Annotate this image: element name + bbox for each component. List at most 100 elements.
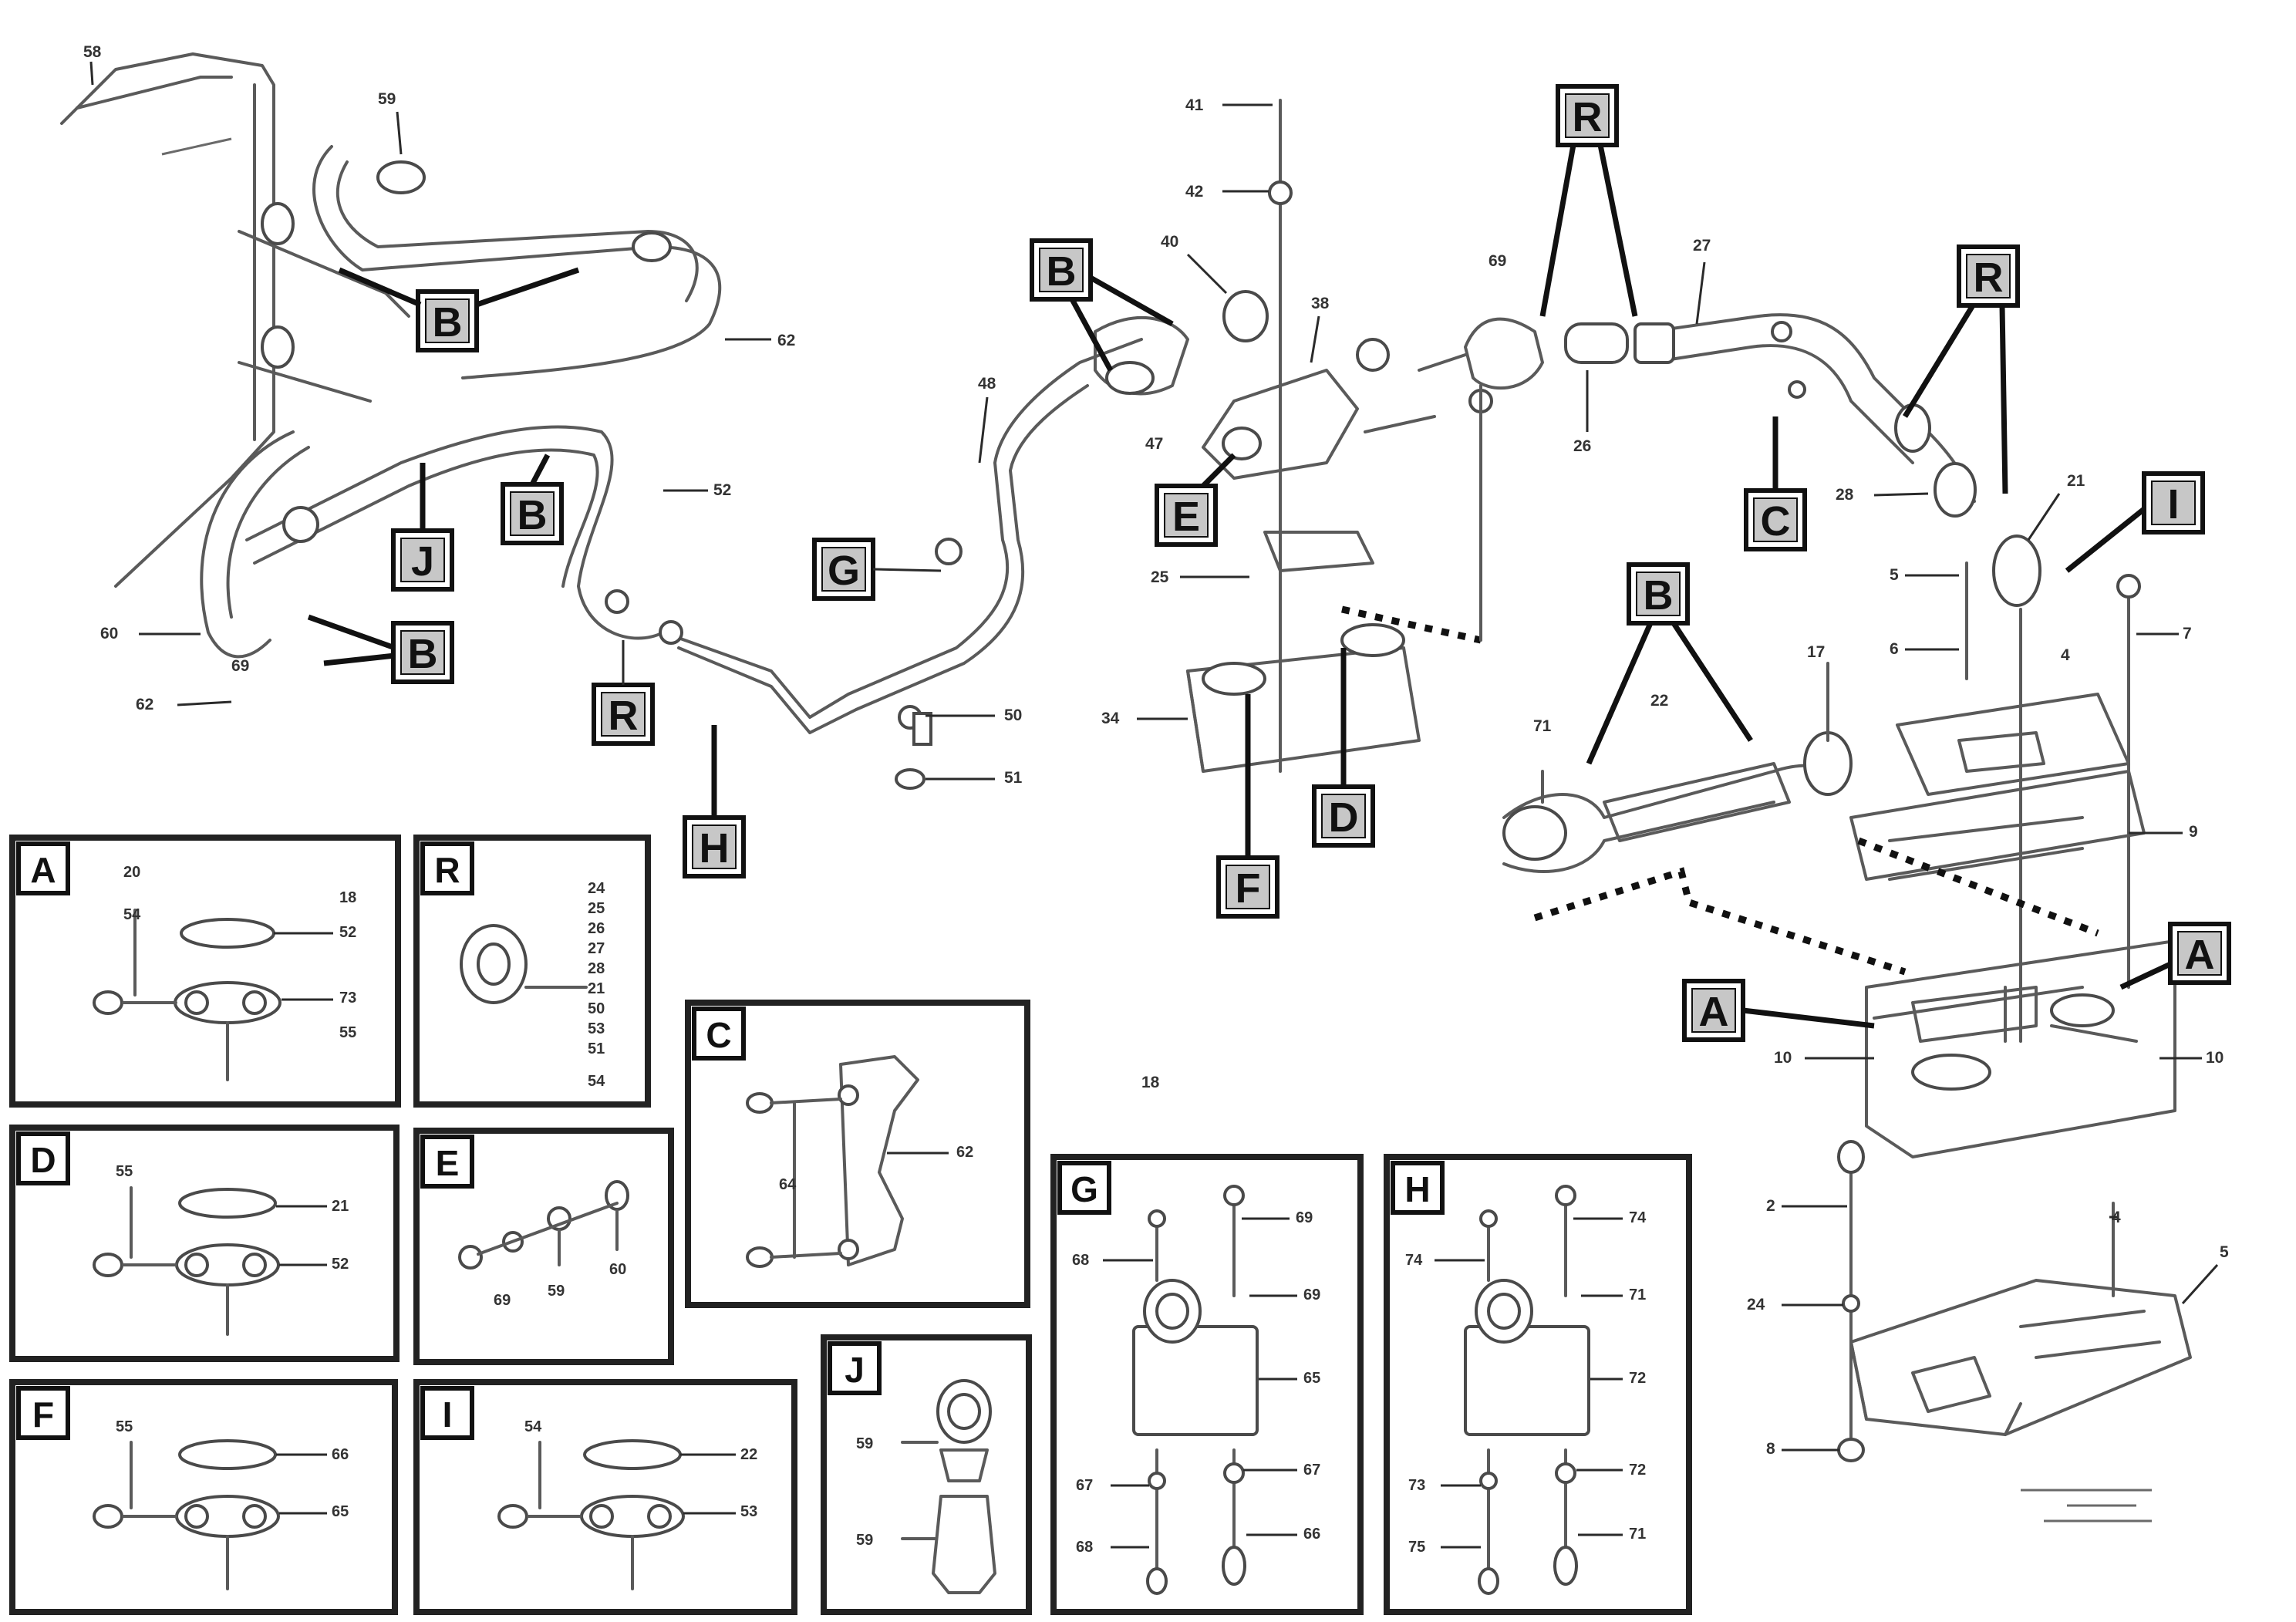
drawing-reference xyxy=(2021,1489,2152,1523)
svg-text:A: A xyxy=(1699,989,1729,1035)
callout-r-right: R xyxy=(1903,244,2020,494)
svg-text:A: A xyxy=(2185,932,2215,978)
svg-text:5: 5 xyxy=(1890,566,1899,584)
svg-text:72: 72 xyxy=(1629,1370,1646,1387)
callout-f: F xyxy=(1216,694,1279,919)
callout-a-left: A xyxy=(1682,979,1875,1042)
svg-text:D: D xyxy=(30,1140,56,1180)
svg-text:24: 24 xyxy=(1747,1296,1765,1313)
svg-text:55: 55 xyxy=(116,1163,133,1180)
svg-text:E: E xyxy=(436,1143,460,1183)
svg-text:38: 38 xyxy=(1311,295,1330,312)
svg-text:F: F xyxy=(1236,865,1261,912)
svg-text:28: 28 xyxy=(588,960,605,977)
svg-text:B: B xyxy=(433,299,463,346)
svg-text:55: 55 xyxy=(339,1024,356,1041)
svg-text:20: 20 xyxy=(123,864,140,881)
svg-text:41: 41 xyxy=(1185,96,1204,114)
svg-text:51: 51 xyxy=(1004,769,1023,787)
svg-text:R: R xyxy=(434,850,460,890)
svg-text:54: 54 xyxy=(588,1073,605,1090)
callout-b-low-left: B xyxy=(307,614,454,684)
svg-text:52: 52 xyxy=(332,1256,349,1273)
detail-panel-h: H 74 74 71 72 73 72 75 71 xyxy=(1384,1154,1692,1615)
svg-text:21: 21 xyxy=(2067,472,2085,490)
svg-text:60: 60 xyxy=(100,625,118,642)
callout-g: G xyxy=(812,538,942,601)
svg-text:B: B xyxy=(1047,248,1077,295)
svg-text:58: 58 xyxy=(83,43,102,61)
svg-text:69: 69 xyxy=(1489,252,1506,270)
svg-text:69: 69 xyxy=(231,657,249,675)
r-number-stack: 24 25 26 27 28 21 50 53 51 54 xyxy=(588,880,605,1090)
svg-text:27: 27 xyxy=(588,940,605,957)
svg-text:50: 50 xyxy=(588,1000,605,1017)
svg-text:52: 52 xyxy=(713,481,731,499)
svg-text:R: R xyxy=(609,693,639,739)
svg-text:D: D xyxy=(1329,794,1359,841)
tank-bottom-right xyxy=(1837,1140,2192,1462)
svg-text:54: 54 xyxy=(123,906,141,923)
svg-text:71: 71 xyxy=(1629,1526,1646,1543)
detail-panel-a: A 20 54 18 52 73 55 xyxy=(9,835,401,1108)
svg-text:51: 51 xyxy=(588,1040,605,1057)
callout-r-left: R xyxy=(592,640,655,746)
callout-d: D xyxy=(1312,648,1375,848)
callout-r-top: R xyxy=(1539,84,1638,317)
svg-text:F: F xyxy=(32,1394,54,1435)
svg-text:69: 69 xyxy=(1296,1209,1313,1226)
svg-text:B: B xyxy=(408,631,438,677)
svg-text:22: 22 xyxy=(1650,692,1668,710)
svg-text:28: 28 xyxy=(1836,486,1854,504)
svg-text:25: 25 xyxy=(588,900,605,917)
svg-text:59: 59 xyxy=(856,1532,873,1549)
svg-text:G: G xyxy=(1070,1169,1098,1209)
svg-text:74: 74 xyxy=(1405,1252,1423,1269)
svg-text:68: 68 xyxy=(1072,1252,1089,1269)
svg-text:65: 65 xyxy=(332,1503,349,1520)
svg-text:59: 59 xyxy=(856,1435,873,1452)
svg-text:62: 62 xyxy=(136,696,153,713)
svg-text:22: 22 xyxy=(740,1446,757,1463)
svg-text:59: 59 xyxy=(378,90,396,108)
svg-text:59: 59 xyxy=(548,1283,565,1300)
svg-text:H: H xyxy=(700,825,730,872)
svg-text:34: 34 xyxy=(1101,710,1120,727)
svg-text:18: 18 xyxy=(1141,1074,1160,1091)
svg-text:10: 10 xyxy=(1774,1049,1792,1067)
svg-text:62: 62 xyxy=(777,332,795,349)
svg-text:6: 6 xyxy=(1890,640,1899,658)
svg-text:E: E xyxy=(1172,494,1200,540)
hose-upper-right xyxy=(1464,313,1977,518)
svg-text:26: 26 xyxy=(588,920,605,937)
svg-text:H: H xyxy=(1404,1169,1430,1209)
cooler-line-middle xyxy=(1502,662,1907,976)
svg-text:67: 67 xyxy=(1076,1477,1093,1494)
svg-text:71: 71 xyxy=(1533,717,1552,735)
svg-text:68: 68 xyxy=(1076,1539,1093,1556)
svg-text:2: 2 xyxy=(1766,1197,1775,1215)
part-number-labels: 58 59 62 52 60 69 62 48 41 42 40 38 69 4… xyxy=(83,43,2229,1458)
svg-text:55: 55 xyxy=(116,1418,133,1435)
right-assembly xyxy=(1849,534,2176,1158)
main-assembly-drawing xyxy=(60,52,2192,1462)
svg-text:75: 75 xyxy=(1408,1539,1425,1556)
svg-text:G: G xyxy=(828,548,860,594)
svg-text:67: 67 xyxy=(1303,1462,1320,1479)
svg-text:64: 64 xyxy=(779,1176,797,1193)
svg-text:C: C xyxy=(1761,498,1791,545)
svg-text:24: 24 xyxy=(588,880,605,897)
svg-text:A: A xyxy=(30,850,56,890)
callout-a-right: A xyxy=(2119,922,2231,990)
center-valve-block xyxy=(1094,99,1493,773)
svg-text:62: 62 xyxy=(956,1144,973,1161)
svg-text:54: 54 xyxy=(524,1418,542,1435)
detail-panel-i: I 54 22 53 xyxy=(413,1379,797,1615)
hose-upper-left xyxy=(200,145,1143,790)
svg-text:9: 9 xyxy=(2189,823,2198,841)
callout-h: H xyxy=(683,725,746,878)
svg-text:I: I xyxy=(443,1394,453,1435)
svg-text:69: 69 xyxy=(494,1292,511,1309)
detail-panel-r: R 24 25 26 27 28 21 50 53 51 54 xyxy=(413,835,651,1108)
